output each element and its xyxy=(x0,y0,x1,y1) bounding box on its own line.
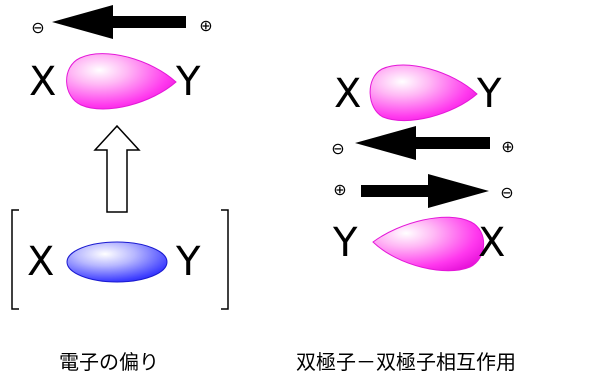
left-polar-electron-cloud xyxy=(66,53,177,110)
right-bottom-dipole-negative-sign: ⊖ xyxy=(500,183,513,202)
right-top-atom-y: Y xyxy=(476,71,502,117)
left-caption: 電子の偏り xyxy=(59,350,159,374)
left-nonpolar-electron-cloud xyxy=(66,241,168,283)
right-bottom-atom-y: Y xyxy=(332,220,358,266)
left-nonpolar-atom-y: Y xyxy=(175,239,201,285)
right-caption: 双極子－双極子相互作用 xyxy=(296,350,516,374)
left-dipole-positive-sign: ⊕ xyxy=(199,16,212,35)
left-dipole-negative-sign: ⊖ xyxy=(31,18,44,37)
right-top-atom-x: X xyxy=(334,71,361,117)
left-bracket xyxy=(11,209,19,310)
left-polar-atom-y: Y xyxy=(175,59,201,105)
left-nonpolar-atom-x: X xyxy=(27,239,54,285)
right-bottom-electron-cloud xyxy=(372,216,485,272)
right-top-dipole-positive-sign: ⊕ xyxy=(501,137,514,156)
right-bottom-atom-x: X xyxy=(478,220,505,266)
left-polar-atom-x: X xyxy=(29,59,56,105)
left-dipole-arrow xyxy=(52,5,186,39)
right-bottom-dipole-arrow xyxy=(361,174,489,208)
right-bracket xyxy=(221,209,229,310)
polarization-up-arrow xyxy=(93,124,141,213)
right-top-dipole-arrow xyxy=(355,126,490,160)
right-bottom-dipole-positive-sign: ⊕ xyxy=(333,180,346,199)
right-top-electron-cloud xyxy=(369,64,478,122)
right-top-dipole-negative-sign: ⊖ xyxy=(331,139,344,158)
